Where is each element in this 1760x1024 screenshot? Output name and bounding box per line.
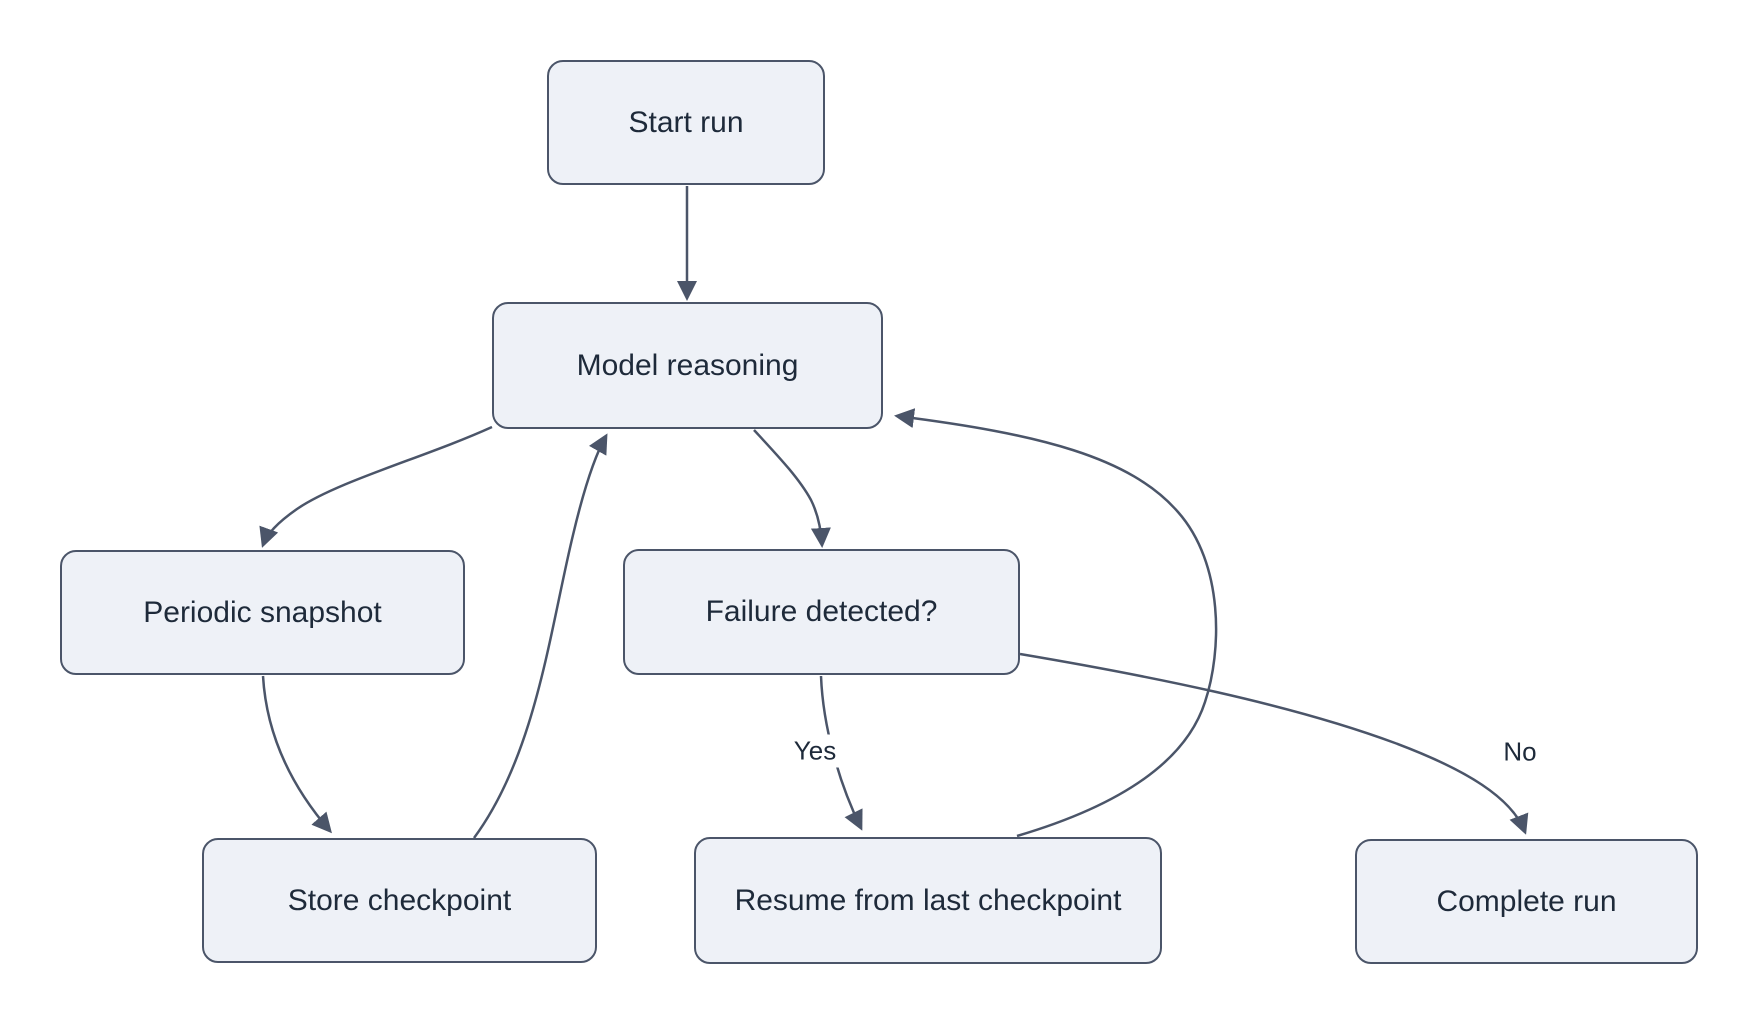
edge-store-to-model: [472, 433, 608, 839]
edge-periodic-to-store: [261, 675, 332, 834]
node-label: Start run: [628, 105, 744, 139]
node-label: Resume from last checkpoint: [734, 883, 1122, 917]
edge-model-to-periodic: [259, 425, 493, 548]
node-label: Periodic snapshot: [143, 595, 382, 629]
edge-model-to-failure: [753, 429, 831, 548]
node-failure-detected: Failure detected?: [623, 549, 1020, 675]
node-store-checkpoint: Store checkpoint: [202, 838, 597, 963]
edge-label-yes: Yes: [788, 734, 842, 768]
node-complete-run: Complete run: [1355, 839, 1698, 964]
node-resume-from-last-checkpoint: Resume from last checkpoint: [694, 837, 1162, 964]
node-label: Complete run: [1436, 884, 1617, 918]
node-label: Failure detected?: [705, 595, 938, 628]
node-periodic-snapshot: Periodic snapshot: [60, 550, 465, 675]
node-label: Store checkpoint: [287, 883, 512, 917]
node-start-run: Start run: [547, 60, 825, 185]
edge-label-no: No: [1498, 735, 1542, 769]
edge-failure-to-complete-no: [1019, 652, 1529, 835]
node-model-reasoning: Model reasoning: [492, 302, 883, 429]
edge-resume-to-model: [894, 408, 1218, 838]
node-label: Model reasoning: [576, 348, 799, 382]
